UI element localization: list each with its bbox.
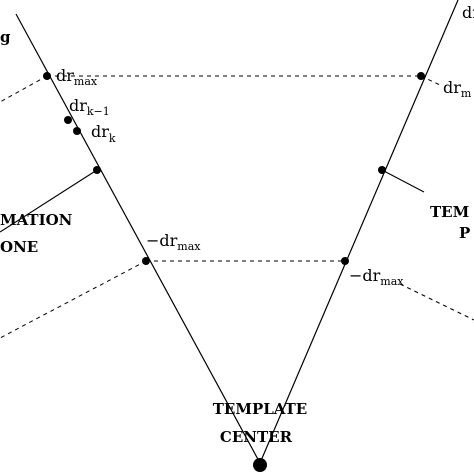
label-dr-max-left: drmax xyxy=(56,66,98,88)
right-solid-line xyxy=(259,0,459,464)
point-neg-dr-max-right xyxy=(341,257,349,265)
point-template-center xyxy=(253,458,267,472)
label-top-left-partial: g xyxy=(0,28,11,46)
right-branch-mid xyxy=(381,169,425,193)
left-branch-top xyxy=(0,75,48,103)
left-branch-mid xyxy=(0,169,98,233)
label-template-center-line1: TEMPLATE xyxy=(213,400,307,418)
point-dr-max-right xyxy=(417,72,425,80)
label-template-right-line1: TEM xyxy=(430,203,469,221)
point-dr-k-minus-1 xyxy=(64,116,72,124)
label-template-right-line2: P xyxy=(459,224,470,242)
point-neg-dr-max-left xyxy=(142,257,150,265)
left-solid-line xyxy=(15,13,261,464)
label-template-center-line2: CENTER xyxy=(220,428,293,446)
right-branch-bottom xyxy=(399,283,474,321)
label-formation-zone-line2: ONE xyxy=(0,238,38,256)
left-branch-bottom xyxy=(0,260,147,339)
point-dr-max-left xyxy=(43,72,51,80)
label-formation-zone-line1: MATION xyxy=(0,211,73,229)
label-dr-max-right-partial: drm xyxy=(443,78,472,100)
label-dr-k: drk xyxy=(91,122,116,145)
label-neg-dr-max-left: −drmax xyxy=(146,231,201,253)
label-dr-k-minus-1: drk−1 xyxy=(69,96,110,118)
point-left-mid xyxy=(93,166,101,174)
point-right-mid xyxy=(378,166,386,174)
label-neg-dr-max-right: −drmax xyxy=(349,266,404,288)
point-dr-k xyxy=(73,127,81,135)
label-top-right-partial: dr xyxy=(462,3,474,22)
